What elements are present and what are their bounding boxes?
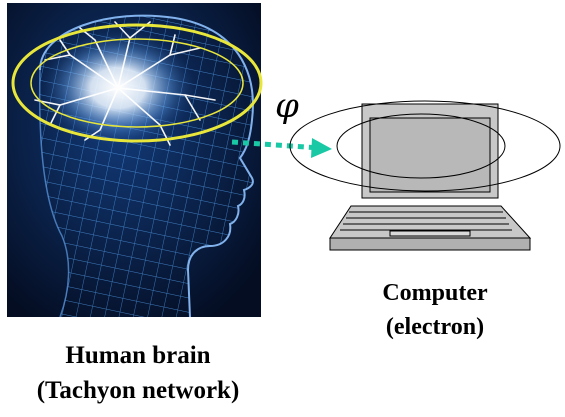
brain-caption-title: Human brain: [65, 342, 211, 369]
laptop-front-edge: [329, 237, 531, 251]
computer-caption-title: Computer: [382, 280, 488, 306]
computer-illustration: [289, 100, 561, 251]
computer-orbit-rings: [289, 100, 561, 192]
neuron-glow: [34, 21, 216, 146]
brain-orbit-rings: [11, 23, 263, 143]
laptop-screen: [369, 117, 491, 193]
keyboard-keys: [340, 211, 512, 231]
connection-arrow: [231, 138, 332, 158]
inner-orbit-ring: [30, 38, 244, 128]
computer-caption-subtitle: (electron): [385, 314, 485, 340]
laptop-spacebar: [389, 230, 471, 237]
brain-caption-subtitle: (Tachyon network): [36, 377, 240, 404]
computer-inner-orbit: [336, 113, 506, 179]
computer-outer-orbit: [289, 100, 561, 192]
outer-orbit-ring: [11, 23, 263, 143]
phi-symbol: φ: [275, 86, 299, 126]
arrow-head: [311, 138, 332, 158]
